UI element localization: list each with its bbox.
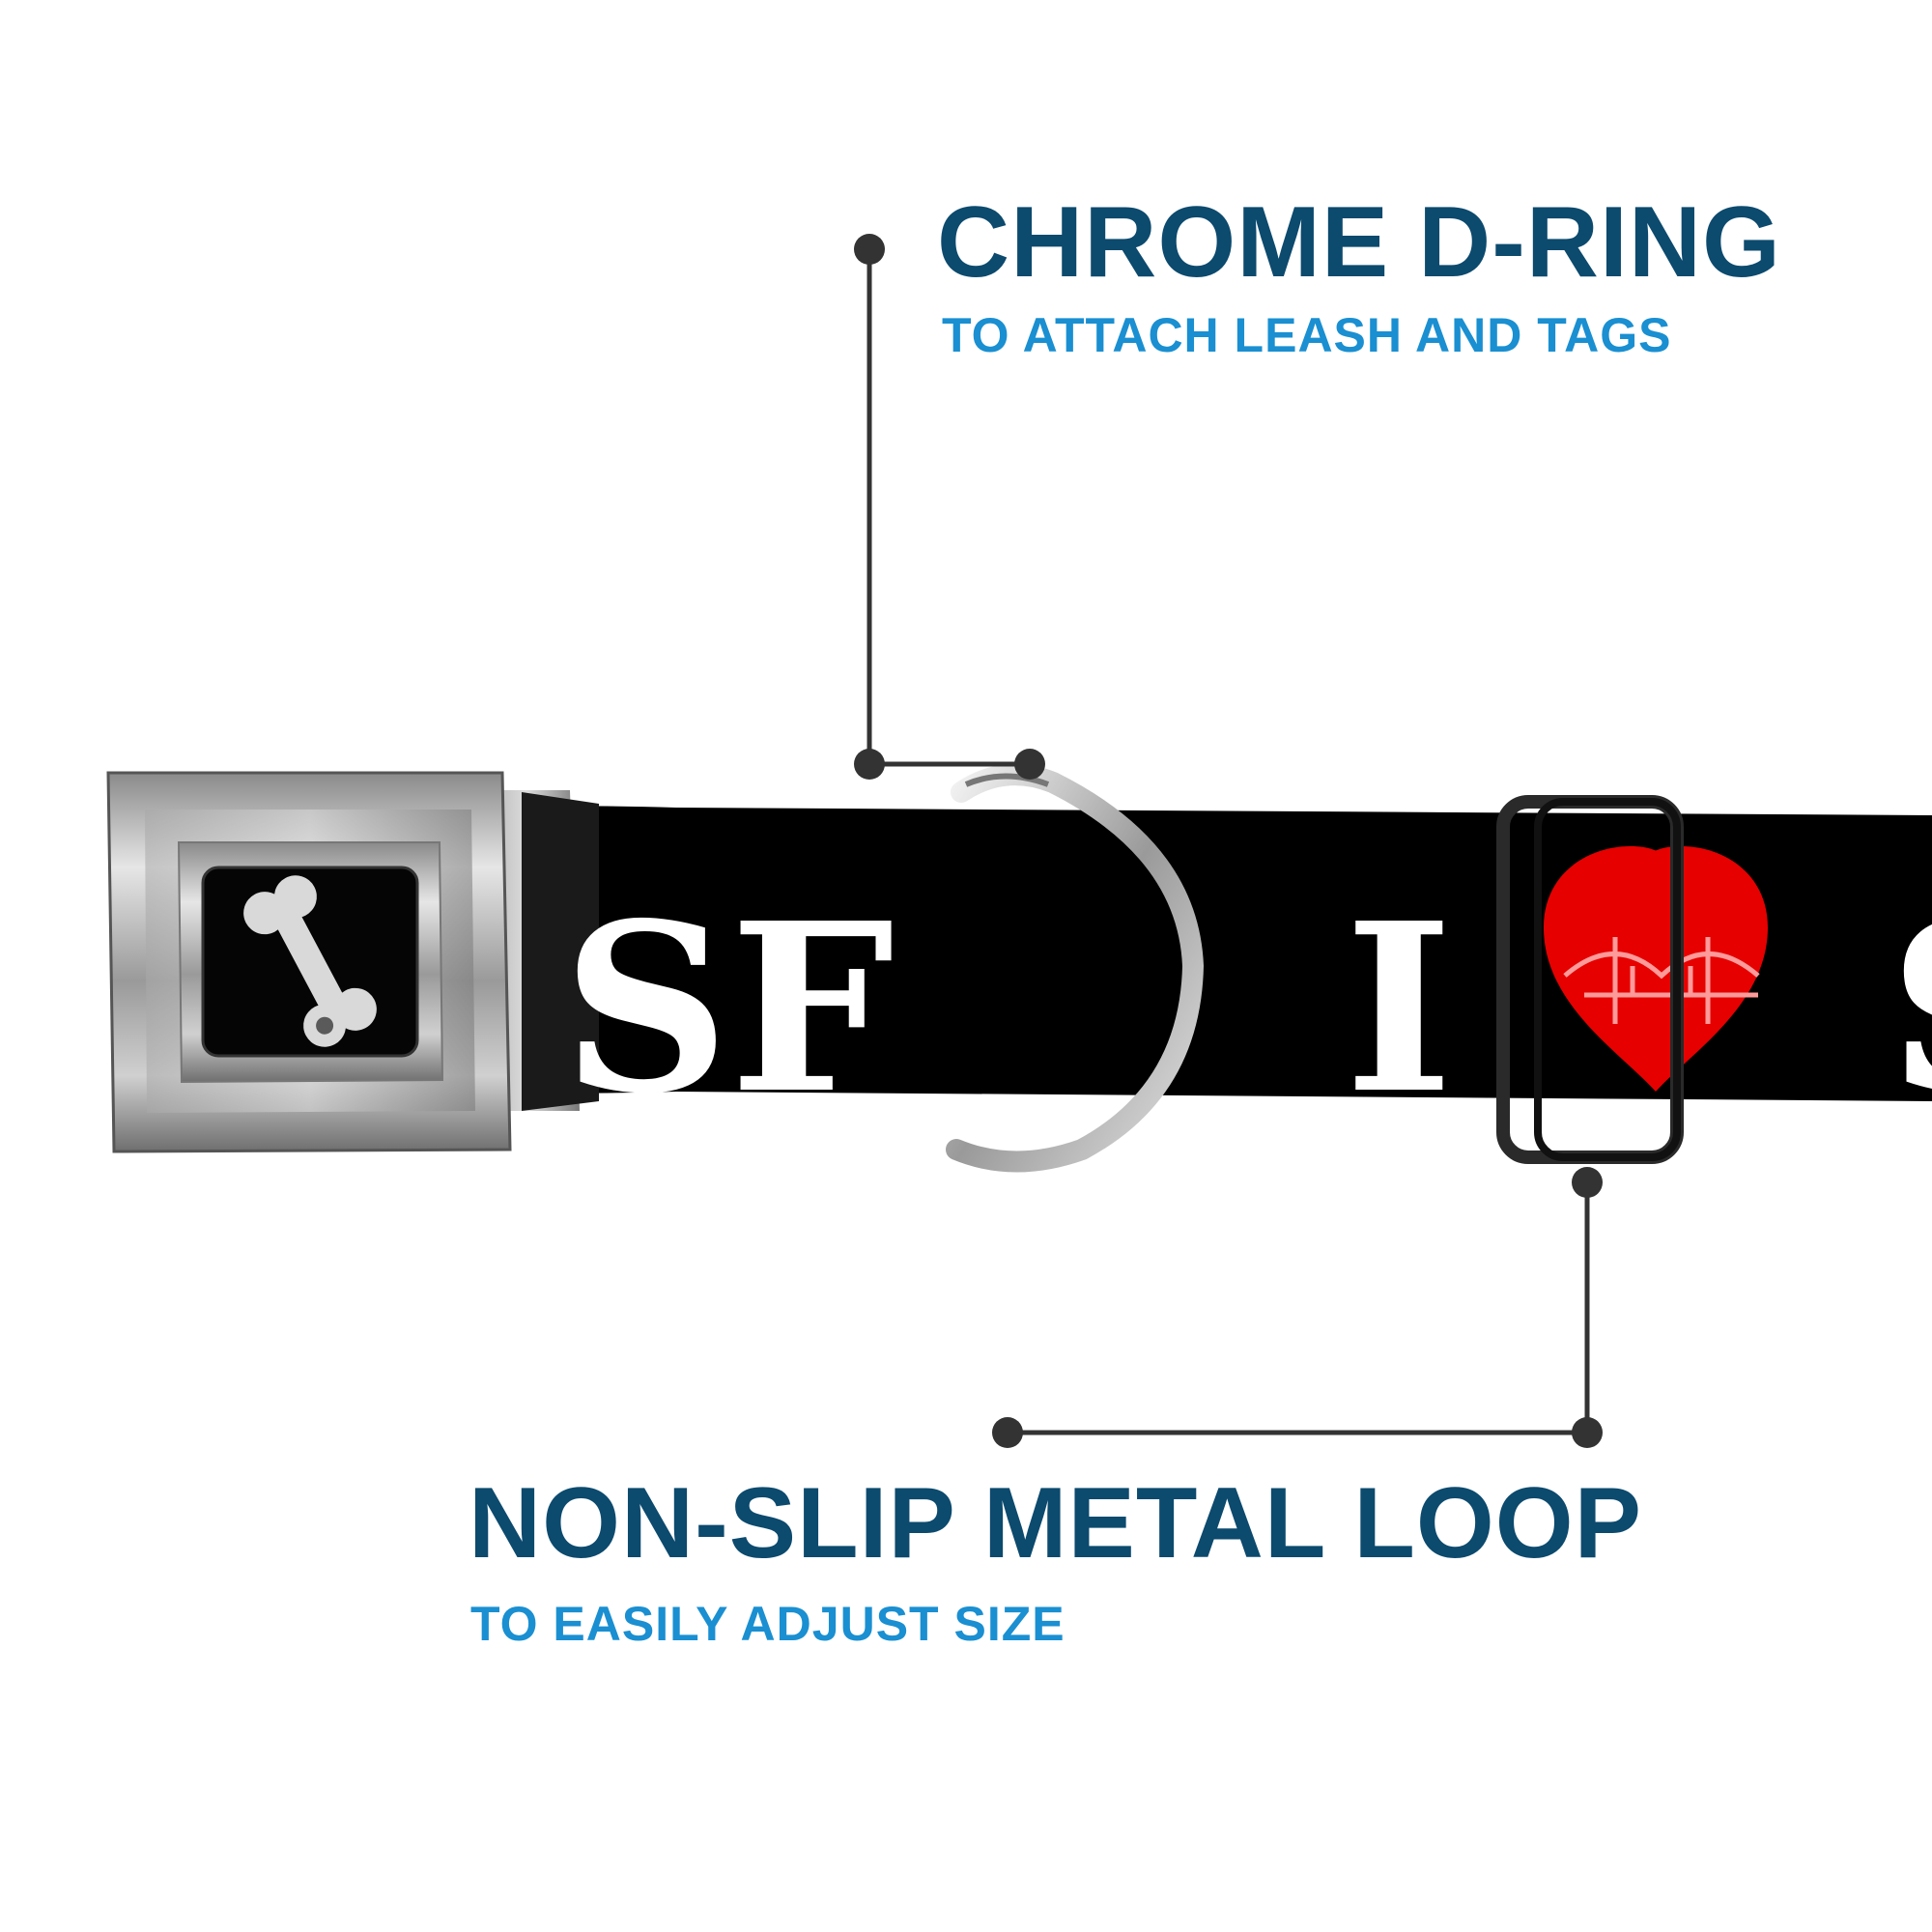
d-ring-callout-connector [854,234,1045,780]
bone-icon [243,875,377,1047]
print-text-sf: SF [562,872,895,1145]
print-text-s: S [1889,872,1932,1145]
d-ring-callout-subtitle: TO ATTACH LEASH AND TAGS [942,308,1672,362]
strap-print: SF I S [562,846,1932,1145]
loop-callout-subtitle: TO EASILY ADJUST SIZE [470,1597,1065,1651]
d-ring-callout-title: CHROME D-RING [937,186,1781,298]
loop-callout-connector [992,1167,1603,1448]
chrome-d-ring [946,764,1205,1173]
print-text-i: I [1345,872,1453,1145]
loop-callout-title: NON-SLIP METAL LOOP [469,1467,1643,1579]
non-slip-metal-loop [1496,795,1684,1164]
seatbelt-buckle [106,771,512,1153]
